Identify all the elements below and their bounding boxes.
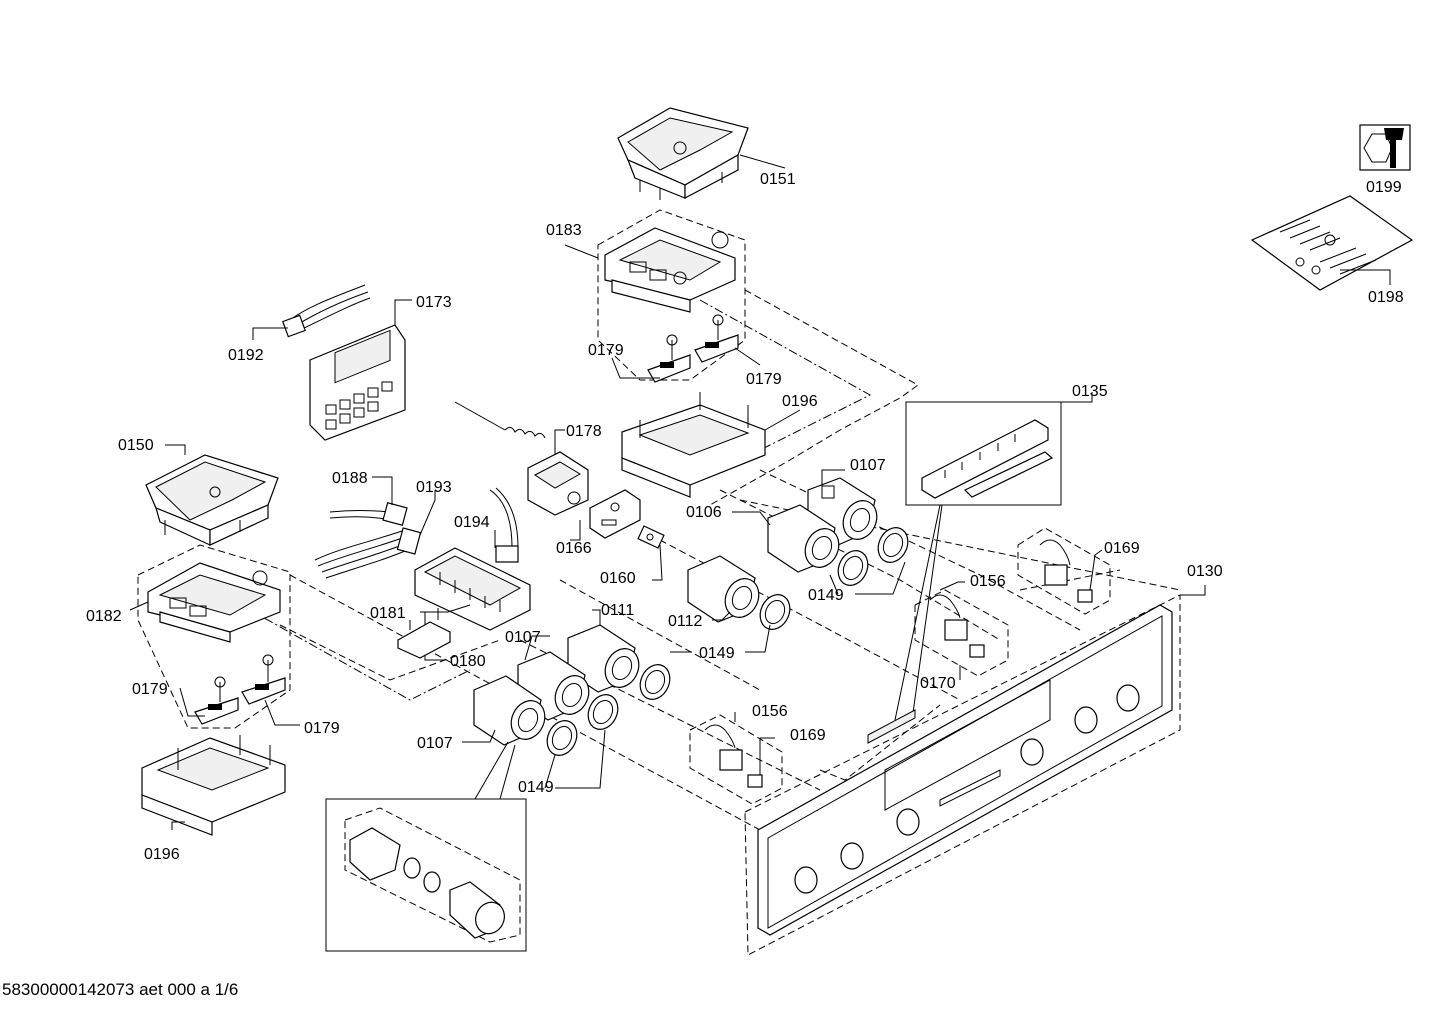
part-0107-knob-lower (473, 675, 578, 756)
detail-inset (325, 741, 527, 952)
group-0156-upper-outline (1017, 527, 1111, 615)
part-0196-mounting-frame-lower (141, 735, 286, 836)
label-0149-lower: 0149 (518, 779, 554, 796)
part-0112-knob (687, 555, 791, 630)
part-0170-sensor (929, 594, 985, 658)
part-0160-lamp-holder (637, 525, 665, 549)
part-0107-knob-middle (517, 651, 619, 730)
label-0180: 0180 (450, 653, 486, 670)
label-0194: 0194 (454, 514, 490, 531)
part-0179-switch-lower-b (241, 654, 286, 705)
part-labels: 0151 0199 0198 0183 0173 0192 0179 0179 … (86, 171, 1404, 863)
part-0182-switch-block (147, 562, 281, 643)
part-0183-switch-block (604, 227, 736, 313)
part-0194-connector (489, 487, 519, 563)
label-0170: 0170 (920, 675, 956, 692)
label-0169-upper: 0169 (1104, 540, 1140, 557)
label-0107-middle: 0107 (505, 629, 541, 646)
group-0182-outline (137, 544, 291, 729)
label-0156-upper: 0156 (970, 573, 1006, 590)
label-0198: 0198 (1368, 289, 1404, 306)
label-0181: 0181 (370, 605, 406, 622)
label-0188: 0188 (332, 470, 368, 487)
part-0149-ring-a (837, 527, 909, 586)
label-0192: 0192 (228, 347, 264, 364)
label-0199: 0199 (1366, 179, 1402, 196)
document-footer-id: 58300000142073 aet 000 a 1/6 (2, 980, 239, 999)
label-0179-lower-right: 0179 (304, 720, 340, 737)
part-0178-thermostat (454, 401, 589, 516)
label-0112: 0112 (668, 613, 703, 630)
label-0135: 0135 (1072, 383, 1108, 400)
group-0170-outline (914, 589, 1009, 677)
part-0173-control-board (309, 324, 406, 441)
label-0179-upper-right: 0179 (746, 371, 782, 388)
part-0179-switch-upper-a (647, 334, 691, 383)
part-0179-switch-upper-b (694, 314, 739, 363)
label-0149-upper: 0149 (808, 587, 844, 604)
part-0196-mounting-frame-upper (621, 392, 766, 498)
label-0107-upper: 0107 (850, 457, 886, 474)
part-0150-housing-cover (145, 454, 279, 546)
label-0193: 0193 (416, 479, 452, 496)
part-0193-wire-harness (314, 527, 422, 579)
label-0160: 0160 (600, 570, 636, 587)
part-0188-connector (329, 501, 408, 527)
label-0179-lower-left: 0179 (132, 681, 168, 698)
part-0130-control-panel (757, 604, 1173, 936)
label-0183: 0183 (546, 222, 582, 239)
control-knob-holes (794, 684, 1140, 894)
label-0196-upper: 0196 (782, 393, 818, 410)
label-0106: 0106 (686, 504, 722, 521)
part-0199-tool-icon (1359, 124, 1411, 171)
label-0156-lower: 0156 (752, 703, 788, 720)
part-0166-bracket (589, 489, 641, 539)
part-0192-wire-connector (282, 284, 371, 338)
part-0169-sensor-lower (704, 724, 763, 788)
label-0111: 0111 (601, 602, 634, 619)
part-0135-switch-panel (894, 401, 1062, 721)
label-0179-upper-left: 0179 (588, 342, 624, 359)
label-0151: 0151 (760, 171, 796, 188)
part-0180-clip (397, 608, 451, 659)
group-0156-lower-outline (689, 714, 783, 805)
label-0130: 0130 (1187, 563, 1223, 580)
label-0166: 0166 (556, 540, 592, 557)
group-0130-outline (744, 594, 1181, 956)
part-0106-knob (767, 504, 840, 573)
label-0182: 0182 (86, 608, 122, 625)
part-0181-terminal-block (414, 547, 531, 631)
label-0107-lower: 0107 (417, 735, 453, 752)
label-0196-lower: 0196 (144, 846, 180, 863)
label-0149-middle: 0149 (699, 645, 735, 662)
label-0150: 0150 (118, 437, 154, 454)
part-0198-screw-kit (1250, 195, 1414, 291)
label-0169-lower: 0169 (790, 727, 826, 744)
label-0173: 0173 (416, 294, 452, 311)
label-0178: 0178 (566, 423, 602, 440)
part-0151-housing-cover (617, 107, 749, 200)
part-0179-switch-lower-a (194, 676, 239, 725)
part-0169-sensor-upper (1039, 539, 1093, 603)
